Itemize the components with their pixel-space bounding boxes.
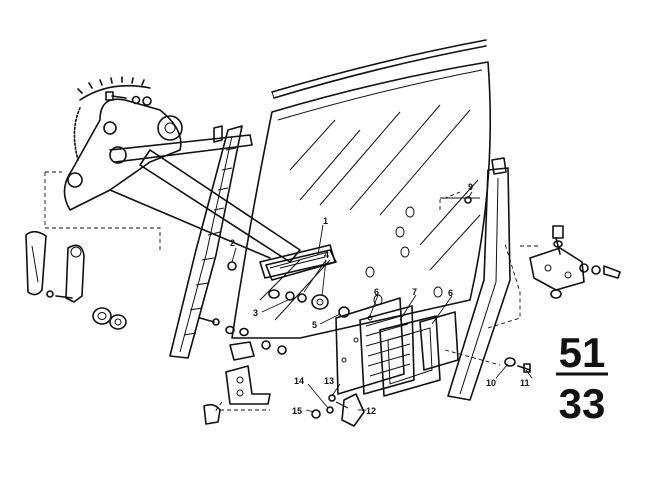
callout-13: 13 [324, 376, 334, 386]
callout-12: 12 [366, 406, 376, 416]
guide-connection-lines [439, 191, 540, 366]
group-number-badge: 51 33 [556, 329, 608, 427]
top-weatherstrip [271, 39, 487, 99]
rear-guide-channel [440, 157, 511, 401]
callout-6-plate: 6 [374, 287, 379, 297]
callout-14: 14 [294, 376, 304, 386]
callout-11: 11 [520, 378, 530, 388]
group-number-main: 51 [559, 329, 606, 376]
callout-10: 10 [486, 378, 496, 388]
right-bracket-assembly [529, 225, 621, 299]
lower-guide-bracket [311, 393, 365, 427]
window-regulator [63, 76, 336, 279]
callout-4: 4 [324, 250, 329, 260]
callout-6-channel: 6 [448, 288, 453, 298]
handle-bracket-lines [44, 171, 161, 250]
callout-15: 15 [292, 406, 302, 416]
callout-7: 7 [412, 287, 417, 297]
front-guide-channel [169, 125, 243, 359]
window-crank-handle [25, 230, 127, 330]
lower-bracket [203, 365, 271, 425]
group-number-sub: 33 [559, 380, 606, 427]
window-glass [231, 61, 492, 339]
callout-9: 9 [468, 182, 473, 192]
callout-2: 2 [230, 238, 235, 248]
lower-screw-set [199, 317, 287, 361]
callout-3: 3 [253, 308, 258, 318]
regulator-bolt-set [105, 91, 152, 106]
callout-1: 1 [323, 216, 328, 226]
washer-set [268, 289, 350, 318]
callout-5: 5 [312, 320, 317, 330]
sliding-guide-plates [335, 297, 459, 397]
callout-labels: 1 2 3 4 5 6 7 6 9 10 11 12 13 14 15 [230, 182, 530, 416]
callout-leaders [231, 191, 533, 413]
